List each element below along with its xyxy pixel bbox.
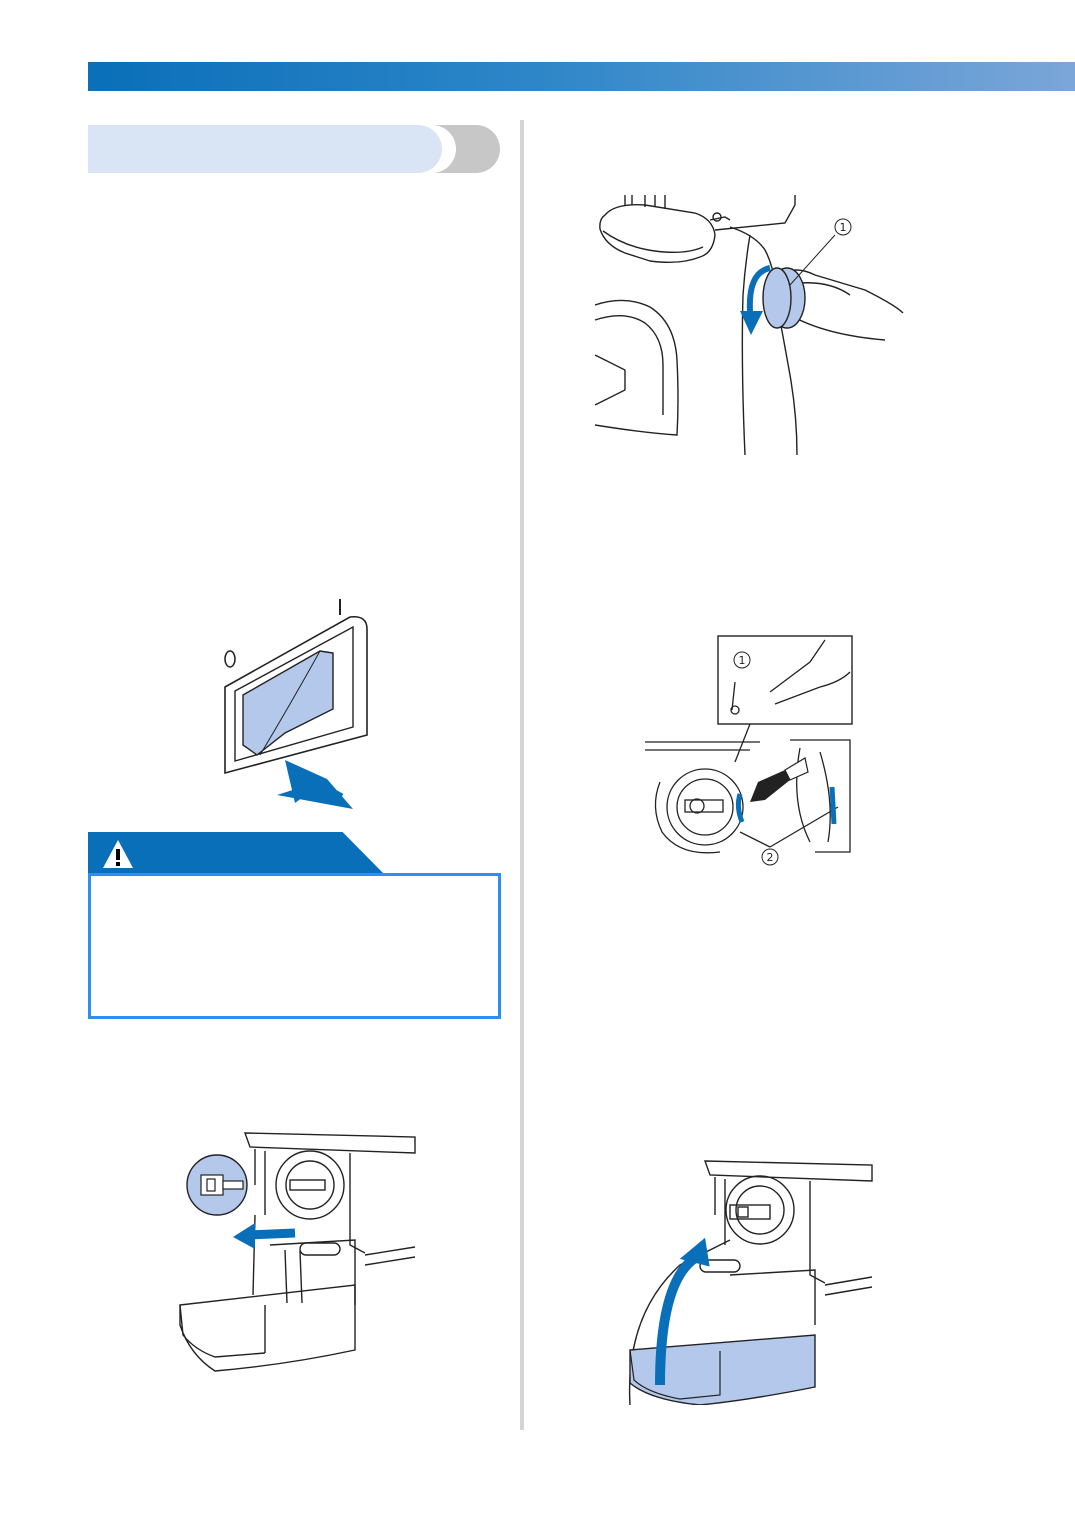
warning-header [88, 832, 384, 874]
handwheel-illustration: 1 [594, 195, 904, 456]
svg-text:1: 1 [739, 654, 746, 667]
bobbin-case-attach-illustration [628, 1160, 873, 1405]
warning-box [88, 832, 501, 1019]
warning-body [88, 873, 501, 1019]
svg-text:1: 1 [840, 221, 847, 234]
svg-text:2: 2 [767, 851, 774, 864]
hook-oiling-illustration: 1 2 [645, 635, 853, 866]
bobbin-case-removal-illustration [179, 1132, 416, 1372]
column-divider [520, 120, 524, 1430]
header-band [88, 62, 1075, 91]
section-tab [88, 125, 500, 173]
warning-triangle-icon [103, 840, 133, 868]
power-switch-illustration [224, 599, 368, 809]
